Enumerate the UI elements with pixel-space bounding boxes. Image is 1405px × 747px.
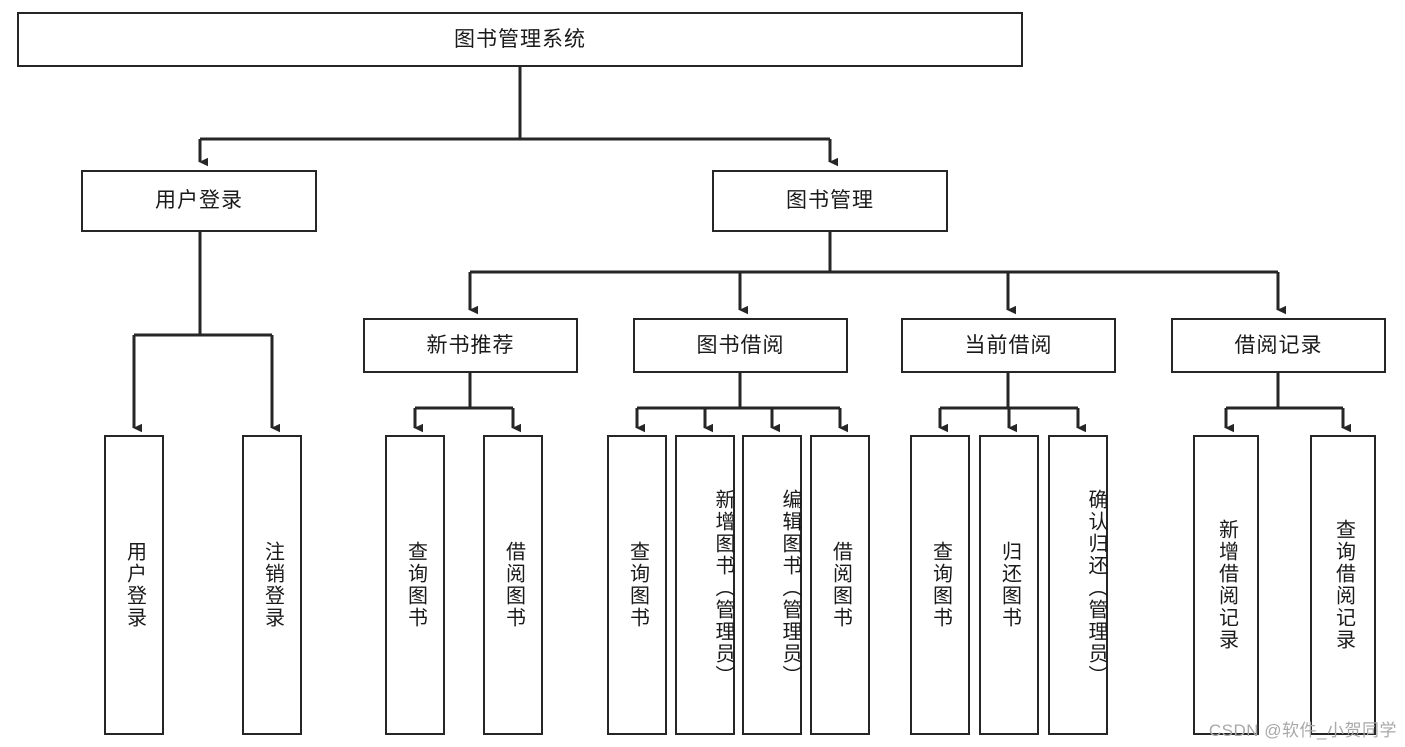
node-book-borrow[interactable]: 图书借阅 <box>633 318 848 373</box>
node-current-borrow[interactable]: 当前借阅 <box>901 318 1116 373</box>
leaf-borrow-book-new[interactable]: 借阅图书 <box>483 435 543 735</box>
node-root-book-management-system[interactable]: 图书管理系统 <box>17 12 1023 67</box>
leaf-logout[interactable]: 注销登录 <box>242 435 302 735</box>
leaf-query-book-borrow[interactable]: 查询图书 <box>607 435 667 735</box>
node-user-login[interactable]: 用户登录 <box>81 170 317 232</box>
node-label: 新增借阅记录 <box>1215 519 1238 651</box>
node-label: 图书借阅 <box>696 333 785 357</box>
leaf-return-book[interactable]: 归还图书 <box>979 435 1039 735</box>
leaf-borrow-book[interactable]: 借阅图书 <box>810 435 870 735</box>
node-label: 当前借阅 <box>964 333 1053 357</box>
node-borrow-record[interactable]: 借阅记录 <box>1171 318 1386 373</box>
node-label: 编辑图书（管理员） <box>779 489 801 687</box>
node-label: 查询图书 <box>404 541 427 629</box>
leaf-user-login[interactable]: 用户登录 <box>104 435 164 735</box>
node-label: 用户登录 <box>123 541 146 629</box>
leaf-add-borrow-record[interactable]: 新增借阅记录 <box>1193 435 1259 735</box>
leaf-query-book-current[interactable]: 查询图书 <box>910 435 970 735</box>
leaf-query-book-new[interactable]: 查询图书 <box>385 435 445 735</box>
node-label: 借阅图书 <box>829 541 852 629</box>
node-label: 图书管理系统 <box>454 27 586 51</box>
node-label: 归还图书 <box>998 541 1021 629</box>
node-label: 新增图书（管理员） <box>712 489 734 687</box>
node-label: 图书管理 <box>786 189 874 213</box>
leaf-query-borrow-record[interactable]: 查询借阅记录 <box>1310 435 1376 735</box>
node-label: 借阅记录 <box>1234 333 1323 357</box>
leaf-confirm-return-admin[interactable]: 确认归还（管理员） <box>1048 435 1108 735</box>
leaf-edit-book-admin[interactable]: 编辑图书（管理员） <box>742 435 802 735</box>
node-book-management[interactable]: 图书管理 <box>712 170 948 232</box>
node-label: 查询借阅记录 <box>1332 519 1355 651</box>
node-label: 用户登录 <box>155 189 243 213</box>
node-label: 确认归还（管理员） <box>1085 489 1107 687</box>
node-label: 查询图书 <box>929 541 952 629</box>
node-new-book-recommend[interactable]: 新书推荐 <box>363 318 578 373</box>
leaf-add-book-admin[interactable]: 新增图书（管理员） <box>675 435 735 735</box>
node-label: 新书推荐 <box>426 333 515 357</box>
node-label: 借阅图书 <box>502 541 525 629</box>
node-label: 查询图书 <box>626 541 649 629</box>
node-label: 注销登录 <box>261 541 284 629</box>
